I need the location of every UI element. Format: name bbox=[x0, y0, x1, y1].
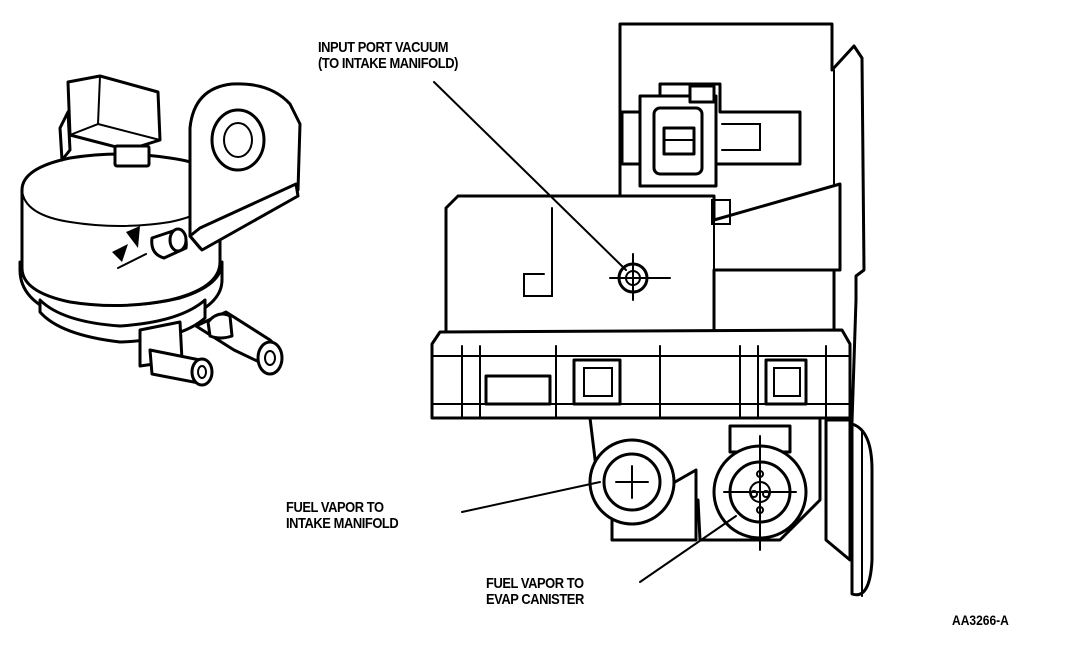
intake-label-line2: INTAKE MANIFOLD bbox=[286, 515, 399, 532]
purge-valve-perspective bbox=[18, 74, 302, 387]
leader-intake bbox=[461, 481, 601, 513]
leader-input-port bbox=[433, 81, 627, 271]
leader-lines bbox=[433, 81, 737, 583]
input-port-label: INPUT PORT VACUUM (TO INTAKE MANIFOLD) bbox=[318, 40, 458, 72]
intake-label-line1: FUEL VAPOR TO bbox=[286, 499, 384, 516]
intake-manifold-label: FUEL VAPOR TO INTAKE MANIFOLD bbox=[286, 499, 399, 532]
leader-evap bbox=[639, 515, 737, 583]
figure-code: AA3266-A bbox=[952, 612, 1009, 628]
evap-label-line2: EVAP CANISTER bbox=[486, 591, 584, 608]
evap-canister-label: FUEL VAPOR TO EVAP CANISTER bbox=[486, 576, 584, 608]
evap-label-line1: FUEL VAPOR TO bbox=[486, 575, 584, 592]
input-port-label-line1: INPUT PORT VACUUM bbox=[318, 39, 449, 56]
purge-valve-front-view bbox=[430, 22, 874, 597]
input-port-label-line2: (TO INTAKE MANIFOLD) bbox=[318, 55, 458, 72]
